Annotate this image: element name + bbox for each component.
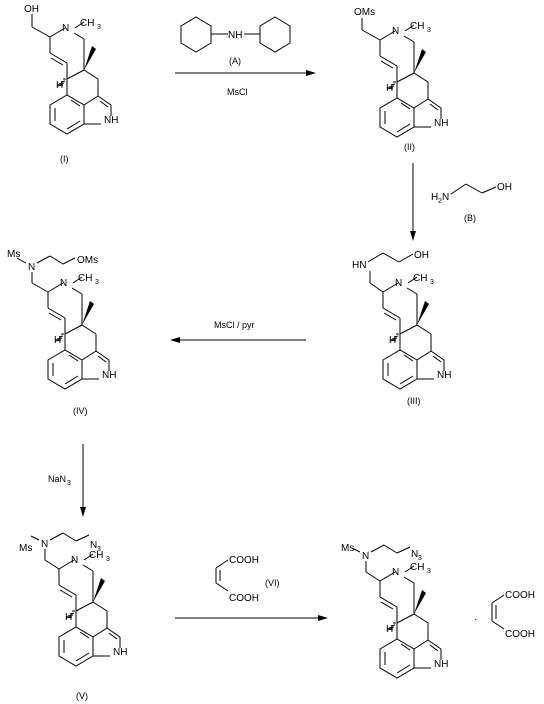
compound-III: N CH 3 H NH HN OH (III) <box>352 250 451 406</box>
ring-n-atom: N <box>392 26 399 37</box>
compound-I: N CH 3 H NH OH (I) <box>24 4 118 164</box>
compound-IV-label: (IV) <box>73 406 88 416</box>
ring-n-atom: N <box>60 278 67 289</box>
ring-n-atom: N <box>392 567 399 578</box>
h-atom-label: H <box>54 335 61 346</box>
h-atom-label: H <box>389 335 396 346</box>
azide-label: N <box>411 549 418 560</box>
amine-h-label: H <box>431 192 438 203</box>
methyl-label: CH <box>410 562 424 573</box>
ring-n-atom: N <box>62 23 69 34</box>
step3-reagent: MsCl / pyr <box>214 320 255 330</box>
indole-nh-label: NH <box>434 118 448 129</box>
methyl-label: CH <box>410 21 424 32</box>
compound-II-label: (II) <box>404 142 415 152</box>
compound-V: N CH 3 H NH N Ms N 3 (V) <box>19 532 127 701</box>
azide-label: N <box>90 540 97 551</box>
azide-subscript: 3 <box>97 546 101 553</box>
h-atom-label: H <box>386 624 393 635</box>
amine-subscript: 2 <box>438 198 442 205</box>
reagent-A-label: (A) <box>229 56 241 66</box>
methyl-label: CH <box>89 550 103 561</box>
arrow-IV-to-V: NaN 3 <box>48 444 86 517</box>
chain-oh-label: OH <box>414 250 429 261</box>
salt-dot: · <box>474 614 477 625</box>
reagent-B: H 2 N OH (B) <box>431 182 512 223</box>
amine-n-label: N <box>442 192 449 203</box>
salt-cooh-bottom-label: COOH <box>505 629 535 640</box>
methyl-subscript: 3 <box>427 568 431 575</box>
compound-II: N CH 3 H NH OMs (II) <box>354 7 448 152</box>
methyl-subscript: 3 <box>97 24 101 31</box>
sulfonamide-n-label: N <box>362 551 369 562</box>
methyl-subscript: 3 <box>427 27 431 34</box>
mesylate-label: OMs <box>77 255 98 266</box>
step4-subscript: 3 <box>67 480 71 487</box>
arrow-I-to-II <box>175 70 316 76</box>
salt-cooh-top-label: COOH <box>505 590 535 601</box>
product-salt-maleate: · COOH COOH <box>474 590 535 640</box>
chain-nh-label: HN <box>352 260 366 271</box>
reagent-VI: COOH COOH (VI) <box>215 555 280 604</box>
hydroxyl-label: OH <box>24 4 39 15</box>
mesyl-label: Ms <box>7 249 20 260</box>
compound-I-label: (I) <box>60 154 69 164</box>
compound-IV: N CH 3 H NH N Ms OMs (IV) <box>7 249 116 416</box>
reagent-B-label: (B) <box>464 213 476 223</box>
product-compound: N CH 3 H NH N Ms N 3 <box>341 543 448 679</box>
cooh-bottom-label: COOH <box>229 593 259 604</box>
compound-III-label: (III) <box>407 396 421 406</box>
mesyl-label: Ms <box>19 543 32 554</box>
reagent-VI-label: (VI) <box>265 578 280 588</box>
methyl-label: CH <box>413 273 427 284</box>
methyl-subscript: 3 <box>95 279 99 286</box>
indole-nh-label: NH <box>104 115 118 126</box>
arrow-III-to-IV: MsCl / pyr <box>170 320 306 343</box>
h-atom-label: H <box>56 80 63 91</box>
azide-subscript: 3 <box>418 555 422 562</box>
reagent-B-oh: OH <box>497 182 512 193</box>
methyl-label: CH <box>80 18 94 29</box>
step1-reagent: MsCl <box>227 87 248 97</box>
cooh-top-label: COOH <box>229 555 259 566</box>
ring-n-atom: N <box>71 555 78 566</box>
sulfonamide-n-label: N <box>28 262 35 273</box>
h-atom-label: H <box>65 612 72 623</box>
reagent-A: NH (A) MsCl <box>180 16 291 97</box>
sulfonamide-n-label: N <box>41 539 48 550</box>
arrow-II-to-III <box>410 163 416 241</box>
methyl-subscript: 3 <box>106 556 110 563</box>
indole-nh-label: NH <box>437 370 451 381</box>
step4-reagent: NaN <box>48 474 66 484</box>
indole-nh-label: NH <box>102 370 116 381</box>
indole-nh-label: NH <box>434 659 448 670</box>
ring-n-atom: N <box>395 278 402 289</box>
amine-nh-label: NH <box>228 30 242 41</box>
mesyl-label: Ms <box>341 543 354 554</box>
h-atom-label: H <box>386 83 393 94</box>
indole-nh-label: NH <box>113 647 127 658</box>
methyl-label: CH <box>78 273 92 284</box>
compound-V-label: (V) <box>76 691 88 701</box>
methyl-subscript: 3 <box>430 279 434 286</box>
mesylate-label: OMs <box>354 7 375 18</box>
arrow-V-to-product <box>175 615 328 621</box>
